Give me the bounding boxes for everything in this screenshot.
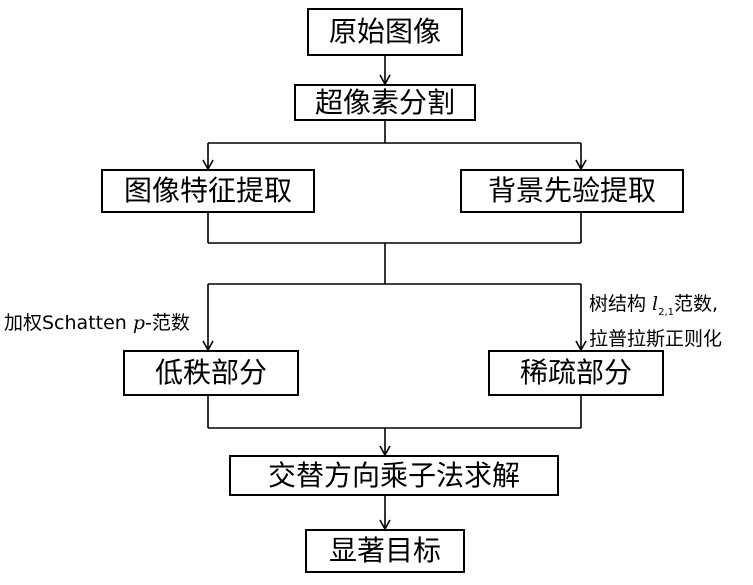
low-rank-annotation-suffix: -范数	[145, 312, 190, 334]
node-low-rank-part: 低秩部分	[123, 350, 299, 396]
node-superpixel-segmentation: 超像素分割	[294, 84, 476, 121]
l-subscript: 2,1	[658, 307, 674, 318]
sparse-annotation-suffix: 范数,	[674, 293, 718, 315]
node-background-prior-extraction: 背景先验提取	[460, 169, 684, 213]
node-original-image: 原始图像	[307, 8, 463, 56]
node-image-feature-extraction: 图像特征提取	[101, 169, 315, 213]
node-admm-solve: 交替方向乘子法求解	[229, 455, 559, 496]
low-rank-annotation: 加权Schatten p-范数	[4, 310, 190, 336]
p-symbol: p	[133, 312, 145, 334]
sparse-annotation-line2: 拉普拉斯正则化	[589, 326, 722, 352]
node-salient-object: 显著目标	[305, 529, 465, 573]
sparse-annotation-line1: 树结构 l2,1范数,	[589, 291, 722, 326]
sparse-annotation: 树结构 l2,1范数, 拉普拉斯正则化	[589, 291, 722, 352]
low-rank-annotation-prefix: 加权Schatten	[4, 312, 133, 334]
node-sparse-part: 稀疏部分	[488, 350, 664, 396]
sparse-annotation-prefix: 树结构	[589, 293, 652, 315]
